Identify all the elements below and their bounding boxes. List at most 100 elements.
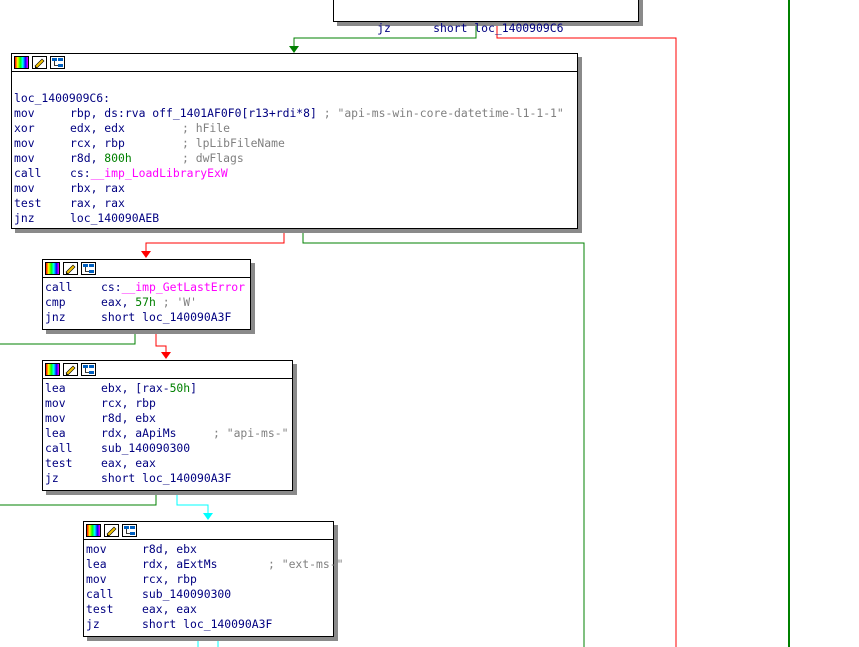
arrowhead-node2 xyxy=(141,251,151,258)
edge-node2-to-node3 xyxy=(155,330,167,354)
mnemonic: jz xyxy=(45,471,59,485)
edge-top-to-node1 xyxy=(293,22,477,48)
operand: rbx, rax xyxy=(70,181,125,195)
node-header xyxy=(84,522,333,540)
mnemonic: call xyxy=(86,587,114,601)
mnemonic: cmp xyxy=(45,295,66,309)
arrowhead-node3 xyxy=(161,352,171,359)
operand: short loc_1400909C6 xyxy=(433,21,564,35)
jump-target[interactable]: short loc_140090A3F xyxy=(101,471,232,485)
operand: ] xyxy=(190,381,198,395)
color-palette-icon[interactable] xyxy=(14,56,29,69)
mnemonic: jz xyxy=(377,21,391,35)
mnemonic: jz xyxy=(86,617,100,631)
edge-top-red xyxy=(496,22,677,647)
graph-node-top-fragment[interactable]: jz short loc_1400909C6 xyxy=(333,0,639,35)
import-reference[interactable]: __imp_LoadLibraryExW xyxy=(90,166,228,180)
asm-line: call cs:__imp_GetLastError xyxy=(45,280,250,295)
mnemonic: test xyxy=(86,602,114,616)
edit-pen-icon[interactable] xyxy=(63,363,78,376)
mnemonic: call xyxy=(45,280,73,294)
asm-line: test eax, eax xyxy=(86,602,333,617)
asm-line: mov rbx, rax xyxy=(14,181,577,196)
mnemonic: mov xyxy=(86,542,107,556)
asm-line: mov r8d, ebx xyxy=(86,542,333,557)
asm-line: jz short loc_140090A3F xyxy=(86,617,333,632)
color-palette-icon[interactable] xyxy=(45,363,60,376)
color-palette-icon[interactable] xyxy=(45,262,60,275)
arrowhead-node4 xyxy=(203,513,213,520)
operand: cs: xyxy=(70,166,91,180)
operand: rax, rax xyxy=(70,196,125,210)
mnemonic: mov xyxy=(14,181,35,195)
jump-target[interactable]: short loc_140090A3F xyxy=(142,617,273,631)
jump-target[interactable]: loc_140090AEB xyxy=(70,211,160,225)
asm-line: call sub_140090300 xyxy=(86,587,333,602)
numeric-literal: 800h xyxy=(104,151,132,165)
asm-line: call cs:__imp_LoadLibraryExW xyxy=(14,166,577,181)
edit-pen-icon[interactable] xyxy=(63,262,78,275)
mnemonic: call xyxy=(45,441,73,455)
operand: rcx, rbp xyxy=(70,136,125,150)
edge-node3-jz xyxy=(0,491,157,506)
operand: rdx, aApiMs xyxy=(101,426,177,440)
asm-line: jz short loc_1400909C6 xyxy=(336,6,638,35)
mnemonic: mov xyxy=(14,151,35,165)
mnemonic: mov xyxy=(45,411,66,425)
node-header xyxy=(43,260,250,278)
jump-target[interactable]: short loc_140090A3F xyxy=(101,310,232,324)
graph-node-icon[interactable] xyxy=(81,262,96,275)
mnemonic: lea xyxy=(45,426,66,440)
node-header xyxy=(43,361,292,379)
edge-node1-jnz xyxy=(302,229,585,647)
operand: eax, eax xyxy=(101,456,156,470)
edit-pen-icon[interactable] xyxy=(32,56,47,69)
comment: ; "ext-ms-" xyxy=(268,557,344,571)
operand: r8d, ebx xyxy=(142,542,197,556)
mnemonic: xor xyxy=(14,121,35,135)
graph-node-icon[interactable] xyxy=(122,524,137,537)
graph-node-icon[interactable] xyxy=(81,363,96,376)
mnemonic: test xyxy=(14,196,42,210)
call-target[interactable]: sub_140090300 xyxy=(101,441,191,455)
operand: edx, edx xyxy=(70,121,125,135)
edge-node3-to-node4 xyxy=(176,491,209,515)
operand: rcx, rbp xyxy=(101,396,156,410)
graph-node-icon[interactable] xyxy=(50,56,65,69)
numeric-literal: 50h xyxy=(169,381,191,395)
asm-line: lea rdx, aApiMs ; "api-ms-" xyxy=(45,426,292,441)
mnemonic: call xyxy=(14,166,42,180)
asm-line: lea ebx, [rax-50h] xyxy=(45,381,292,396)
edit-pen-icon[interactable] xyxy=(104,524,119,537)
asm-line: call sub_140090300 xyxy=(45,441,292,456)
comment: ; "api-ms-" xyxy=(213,426,289,440)
mnemonic: mov xyxy=(14,106,35,120)
import-reference[interactable]: __imp_GetLastError xyxy=(121,280,246,294)
comment: ; 'W' xyxy=(162,295,198,309)
mnemonic: lea xyxy=(86,557,107,571)
operand: ebx, [rax- xyxy=(101,381,170,395)
color-palette-icon[interactable] xyxy=(86,524,101,537)
operand: eax, eax xyxy=(142,602,197,616)
operand: rcx, rbp xyxy=(142,572,197,586)
operand: rbp, ds:rva off_1401AF0F0[r13+rdi*8] xyxy=(70,106,317,120)
operand: cs: xyxy=(101,280,122,294)
operand: r8d, xyxy=(70,151,105,165)
call-target[interactable]: sub_140090300 xyxy=(142,587,232,601)
mnemonic: lea xyxy=(45,381,66,395)
